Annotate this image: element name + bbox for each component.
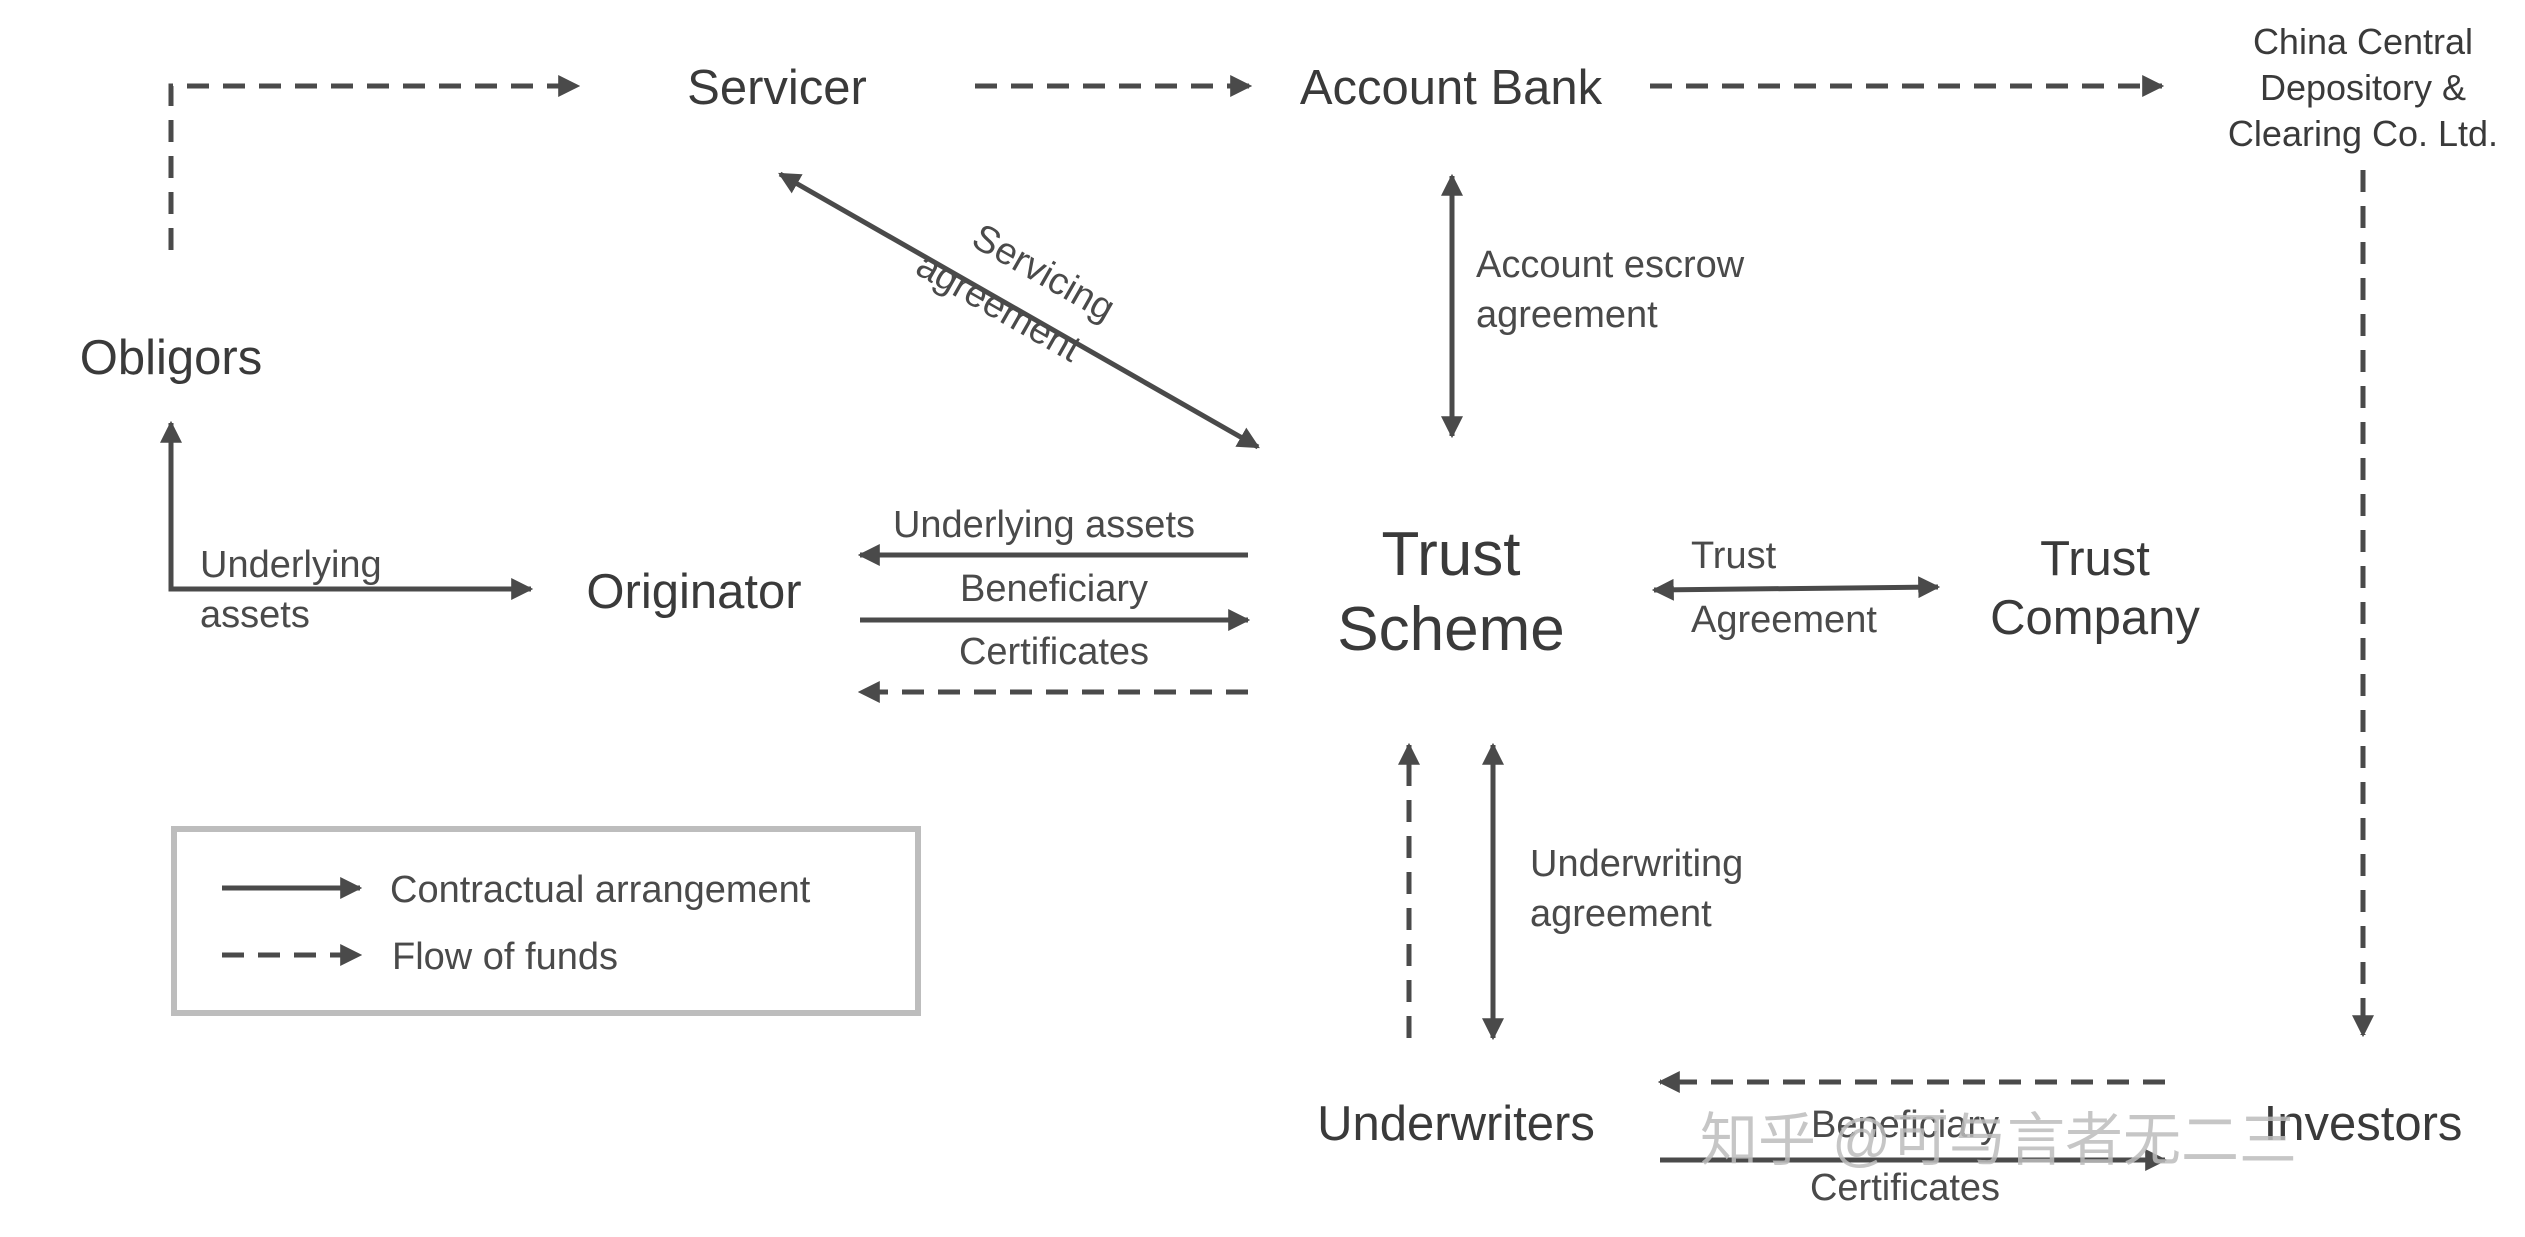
legend-contractual: Contractual arrangement: [390, 869, 811, 911]
node-underwriters: Underwriters: [1317, 1097, 1595, 1151]
label-underwriting-agreement: agreement: [1530, 893, 1712, 935]
label-investor-certificates: Certificates: [1810, 1167, 2000, 1209]
trust-agreement-arrow: [1651, 576, 1941, 601]
label-underlying-assets: Underlying assets: [893, 504, 1195, 546]
underlying-assets-arrow-originator-obligors: [159, 420, 534, 601]
node-investors: Investors: [2264, 1097, 2463, 1151]
label-certificates: Certificates: [959, 631, 1149, 673]
legend: Contractual arrangement Flow of funds: [171, 826, 921, 1016]
label-beneficiary: Beneficiary: [960, 568, 1148, 610]
node-servicer: Servicer: [687, 61, 867, 115]
node-ccdc-line1: China Central: [2253, 21, 2473, 62]
legend-box: [171, 826, 921, 1016]
label-trust-agreement: Agreement: [1691, 599, 1877, 641]
label-underlying: Underlying: [200, 544, 382, 586]
watermark: 知乎 @可与言者无二三: [1700, 1108, 2297, 1173]
node-trust-scheme-line1: Trust: [1382, 520, 1521, 589]
legend-funds: Flow of funds: [392, 936, 618, 978]
label-investor-beneficiary: Beneficiary: [1811, 1104, 1999, 1146]
servicing-agreement-arrow: [778, 171, 1260, 450]
label-underlying-assets-short: assets: [200, 594, 310, 636]
label-trust: Trust: [1691, 535, 1777, 577]
node-originator: Originator: [586, 565, 801, 619]
node-trust-company-line2: Company: [1990, 591, 2200, 645]
node-obligors: Obligors: [80, 331, 262, 385]
label-underwriting: Underwriting: [1530, 843, 1743, 885]
label-account-escrow-agreement: agreement: [1476, 294, 1658, 336]
funds-arrow-obligors-to-servicer: [168, 74, 581, 250]
node-ccdc-line3: Clearing Co. Ltd.: [2228, 113, 2498, 154]
node-ccdc-line2: Depository &: [2260, 67, 2466, 108]
label-account-escrow: Account escrow: [1476, 244, 1745, 286]
node-account-bank: Account Bank: [1300, 61, 1603, 115]
node-trust-company-line1: Trust: [2040, 532, 2150, 586]
node-trust-scheme-line2: Scheme: [1337, 595, 1564, 664]
